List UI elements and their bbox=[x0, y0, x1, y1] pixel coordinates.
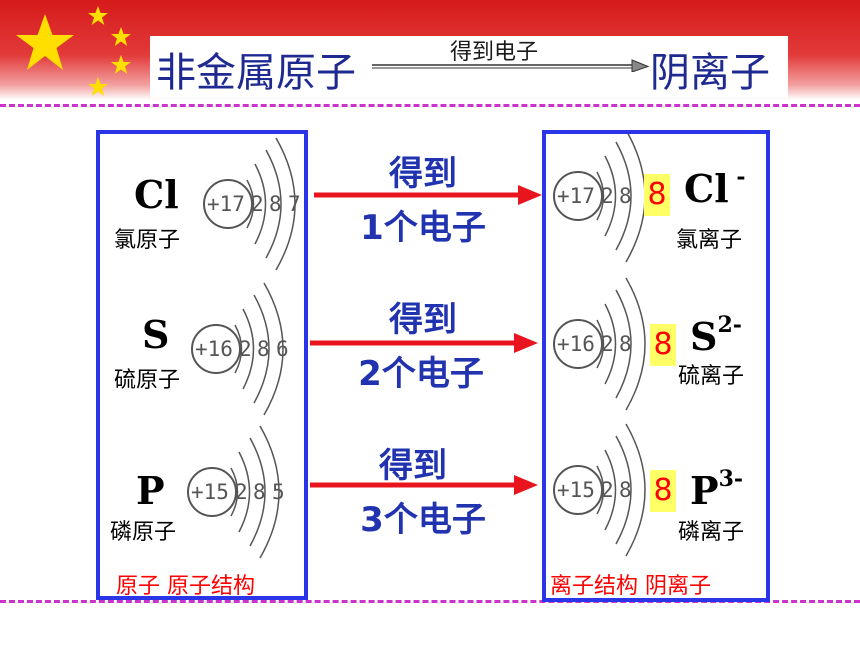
cl-atom-symbol: Cl bbox=[134, 172, 179, 217]
s-ion-element: S bbox=[690, 314, 718, 359]
p-atom-name: 磷原子 bbox=[110, 520, 177, 545]
p-ion-charge: 3- bbox=[718, 466, 744, 492]
svg-text:8: 8 bbox=[257, 337, 270, 361]
s-ion-symbol: S2- bbox=[690, 312, 742, 359]
cl-ion-element: Cl bbox=[684, 166, 729, 211]
svg-text:+16: +16 bbox=[195, 337, 233, 361]
svg-text:7: 7 bbox=[288, 192, 301, 216]
cl-ion-structure: +17 2 8 bbox=[553, 134, 646, 263]
s-ion-structure: +16 2 8 bbox=[553, 277, 646, 411]
svg-text:+16: +16 bbox=[557, 332, 595, 356]
atom-structures: +17 2 8 7 +16 2 8 6 +15 bbox=[187, 137, 301, 559]
svg-text:2: 2 bbox=[601, 332, 614, 356]
arrow3-bottom-label: 3个电子 bbox=[360, 500, 486, 540]
title-arrow-label: 得到电子 bbox=[450, 40, 539, 65]
large-star-icon bbox=[16, 14, 74, 70]
svg-text:+15: +15 bbox=[191, 480, 229, 504]
atoms-panel: +17 2 8 7 +16 2 8 6 +15 bbox=[96, 130, 308, 600]
svg-text:+17: +17 bbox=[557, 184, 595, 208]
svg-text:+15: +15 bbox=[557, 478, 595, 502]
cl-atom-structure: +17 2 8 7 bbox=[203, 137, 301, 271]
p-ion-name: 磷离子 bbox=[678, 520, 745, 545]
svg-text:6: 6 bbox=[276, 337, 289, 361]
p-ion-element: P bbox=[690, 468, 719, 513]
cl-ion-charge: - bbox=[728, 164, 746, 190]
arrow3 bbox=[310, 475, 538, 495]
bottom-dashed-line bbox=[0, 600, 860, 603]
s-ion-charge: 2- bbox=[717, 312, 742, 338]
title-anion: 阴离子 bbox=[650, 50, 770, 96]
s-atom-symbol: S bbox=[142, 312, 170, 357]
p-atom-symbol: P bbox=[136, 468, 165, 513]
ion-structures: +17 2 8 +16 2 8 +15 2 8 bbox=[553, 134, 646, 557]
small-star-icon bbox=[88, 6, 108, 25]
arrow2-bottom-label: 2个电子 bbox=[358, 354, 484, 394]
flag-stars-icon bbox=[16, 6, 131, 96]
s-ion-outer-electrons: 8 bbox=[650, 324, 676, 366]
small-star-icon bbox=[111, 55, 131, 74]
top-dashed-line bbox=[0, 104, 860, 107]
s-atom-name: 硫原子 bbox=[114, 368, 181, 393]
svg-text:8: 8 bbox=[269, 192, 282, 216]
svg-text:2: 2 bbox=[239, 337, 252, 361]
arrow2-top-label: 得到 bbox=[389, 300, 457, 340]
title-nonmetal-atom: 非金属原子 bbox=[156, 50, 356, 96]
arrow1-top-label: 得到 bbox=[389, 154, 457, 194]
small-star-icon bbox=[88, 77, 108, 96]
p-ion-symbol: P3- bbox=[690, 466, 744, 513]
small-star-icon bbox=[111, 27, 131, 46]
arrow2 bbox=[310, 333, 538, 353]
title-arrow bbox=[372, 59, 650, 72]
svg-text:2: 2 bbox=[251, 192, 264, 216]
s-atom-structure: +16 2 8 6 bbox=[191, 282, 289, 416]
arrow1 bbox=[314, 185, 542, 205]
svg-text:8: 8 bbox=[253, 480, 266, 504]
svg-text:8: 8 bbox=[619, 478, 632, 502]
s-ion-name: 硫离子 bbox=[678, 364, 745, 389]
svg-text:5: 5 bbox=[272, 480, 285, 504]
arrow3-top-label: 得到 bbox=[379, 446, 447, 486]
title-box: 非金属原子 得到电子 阴离子 bbox=[150, 36, 788, 98]
cl-ion-name: 氯离子 bbox=[676, 228, 743, 253]
svg-text:2: 2 bbox=[601, 478, 614, 502]
svg-text:2: 2 bbox=[601, 184, 614, 208]
svg-text:8: 8 bbox=[619, 184, 632, 208]
cl-ion-outer-electrons: 8 bbox=[644, 174, 670, 216]
svg-text:2: 2 bbox=[235, 480, 248, 504]
atoms-footer-label: 原子 原子结构 bbox=[116, 574, 255, 599]
svg-text:+17: +17 bbox=[207, 192, 245, 216]
cl-ion-symbol: Cl - bbox=[684, 164, 746, 211]
arrow1-bottom-label: 1个电子 bbox=[360, 208, 486, 248]
p-ion-structure: +15 2 8 bbox=[553, 423, 646, 557]
svg-text:8: 8 bbox=[619, 332, 632, 356]
p-atom-structure: +15 2 8 5 bbox=[187, 425, 285, 559]
cl-atom-name: 氯原子 bbox=[114, 228, 181, 253]
ions-footer-label: 离子结构 阴离子 bbox=[550, 574, 711, 599]
ions-panel: +17 2 8 +16 2 8 +15 2 8 bbox=[542, 130, 770, 602]
p-ion-outer-electrons: 8 bbox=[650, 470, 676, 512]
